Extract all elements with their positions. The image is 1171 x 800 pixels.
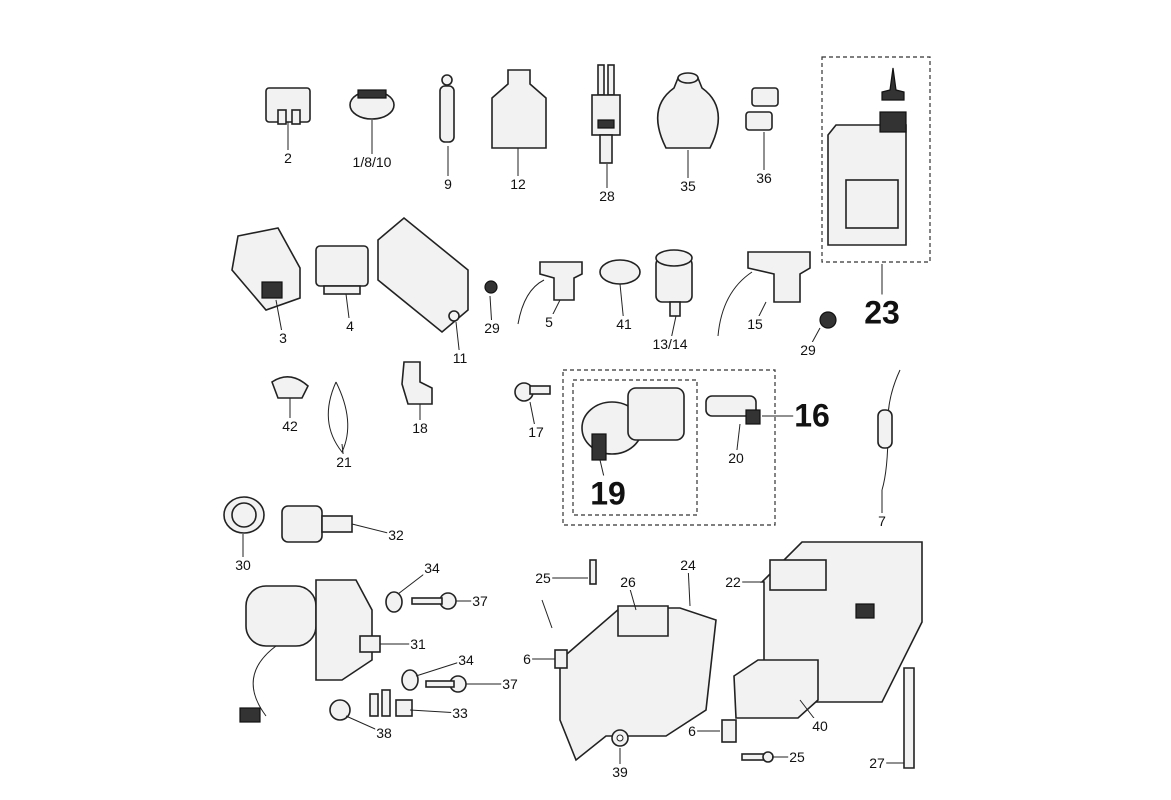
washer-39-part (611, 729, 629, 747)
callout-29a: 29 (483, 320, 501, 336)
connector-part (745, 87, 779, 131)
sensor-15-part (717, 251, 811, 337)
washer-34b-part (401, 669, 419, 691)
callout-38: 38 (375, 725, 393, 741)
callout-1_8_10: 1/8/10 (351, 154, 393, 170)
callout-27: 27 (868, 755, 886, 771)
oring-38-part (329, 699, 351, 721)
callout-3: 3 (278, 330, 288, 346)
bolt-37b-part (425, 675, 467, 693)
clip-6b-part (721, 719, 737, 743)
callout-18: 18 (411, 420, 429, 436)
callout-2: 2 (283, 150, 293, 166)
group-box-19 (572, 379, 698, 516)
group-box-16 (562, 369, 776, 526)
bendix-part (281, 505, 353, 543)
fuse-holder-part (349, 89, 395, 120)
group-box-23 (821, 56, 931, 263)
horn-boot-part (656, 72, 720, 149)
bolt-29a-part (484, 280, 498, 294)
screw-25b-part (741, 751, 774, 763)
callout-21: 21 (335, 454, 353, 470)
callout-17: 17 (527, 424, 545, 440)
callout-20: 20 (727, 450, 745, 466)
starter-motor-part (239, 579, 381, 723)
cable-tie-part (327, 381, 349, 453)
callout-26: 26 (619, 574, 637, 590)
callout-31: 31 (409, 636, 427, 652)
callout-37b: 37 (501, 676, 519, 692)
callout-24: 24 (679, 557, 697, 573)
callout-19: 19 (589, 475, 627, 513)
relay-part (231, 227, 301, 311)
wire-fuse-part (877, 369, 901, 491)
callout-34b: 34 (457, 652, 475, 668)
fuse-part (265, 87, 311, 125)
callout-25b: 25 (788, 749, 806, 765)
callout-11: 11 (451, 350, 469, 366)
callout-15: 15 (746, 316, 764, 332)
callout-35: 35 (679, 178, 697, 194)
callout-23: 23 (863, 294, 901, 332)
callout-25a: 25 (534, 570, 552, 586)
boot-part (491, 69, 547, 149)
callout-9: 9 (443, 176, 453, 192)
callout-7: 7 (877, 513, 887, 529)
callout-33: 33 (451, 705, 469, 721)
clip-18-part (401, 361, 433, 405)
relay-small-part (315, 245, 369, 295)
callout-28: 28 (598, 188, 616, 204)
battery-tray-part (559, 605, 717, 762)
callout-6b: 6 (687, 723, 697, 739)
stop-switch-part (591, 64, 621, 164)
bolt-37a-part (411, 592, 457, 610)
regulator-part (377, 216, 469, 334)
oil-can-part (827, 67, 907, 246)
callout-29b: 29 (799, 342, 817, 358)
sensor-5-part (517, 261, 583, 325)
screw-25-left-part (541, 599, 553, 629)
callout-39: 39 (611, 764, 629, 780)
callout-36: 36 (755, 170, 773, 186)
callout-4: 4 (345, 318, 355, 334)
callout-32: 32 (387, 527, 405, 543)
callout-37a: 37 (471, 593, 489, 609)
clip-42-part (271, 376, 309, 399)
callout-13_14: 13/14 (651, 336, 689, 352)
spring-part (223, 496, 265, 534)
clamp-41-part (599, 259, 641, 285)
vent-tube-part (903, 667, 915, 769)
ignition-switch-part (581, 387, 685, 461)
callout-16: 16 (793, 397, 831, 435)
callout-42: 42 (281, 418, 299, 434)
callout-30: 30 (234, 557, 252, 573)
clip-6a-part (554, 649, 568, 669)
bolt-17-part (514, 382, 551, 402)
callout-12: 12 (509, 176, 527, 192)
callout-40: 40 (811, 718, 829, 734)
callout-6a: 6 (522, 651, 532, 667)
callout-34a: 34 (423, 560, 441, 576)
screw-25a-part (589, 559, 597, 585)
callout-41: 41 (615, 316, 633, 332)
washer-34a-part (385, 591, 403, 613)
pad-40-part (733, 659, 819, 719)
seat-lock-part (705, 395, 761, 425)
callout-22: 22 (724, 574, 742, 590)
callout-5: 5 (544, 314, 554, 330)
switch-13-14-part (655, 249, 693, 317)
fuse-tube-part (439, 74, 455, 143)
bolt-29b-part (819, 311, 837, 329)
terminals-33-part (369, 689, 413, 717)
